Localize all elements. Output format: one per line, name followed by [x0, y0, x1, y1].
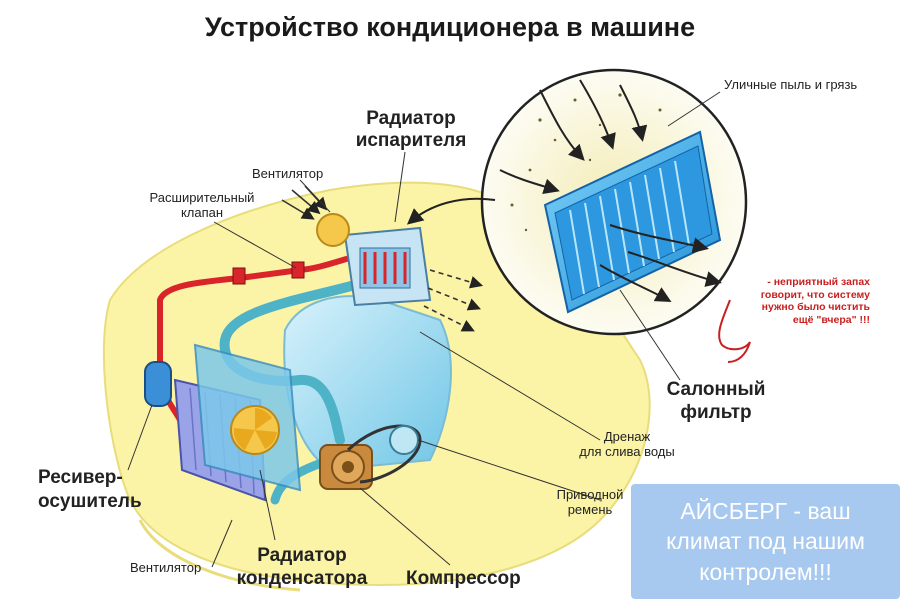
receiver-label-line1: Ресивер- — [38, 467, 123, 488]
compressor-label: Компрессор — [406, 568, 521, 589]
warning-note: - неприятный запах говорит, что систему … — [738, 276, 870, 326]
drive-belt — [346, 424, 422, 484]
magnifier-pointer-arrow — [406, 197, 496, 225]
evaporator-unit — [316, 213, 432, 307]
nose-icon — [718, 299, 751, 363]
evaporator-label-line1: Радиатор — [366, 108, 456, 129]
dust-label: Уличные пыль и грязь — [724, 77, 858, 92]
cabin-filter — [543, 130, 722, 314]
belt-pulley — [389, 425, 419, 455]
leader-lines — [127, 91, 721, 568]
warning-line2: говорит, что систему — [760, 288, 870, 301]
fan-bottom-label: Вентилятор — [130, 560, 202, 575]
receiver-label-line2: осушитель — [38, 490, 142, 512]
valve-connector-2 — [291, 261, 305, 279]
clean-air-arrows — [599, 224, 722, 302]
compressor — [319, 444, 373, 490]
evaporator-label: Радиатор испарителя — [352, 108, 470, 152]
filter-label-line1: Салонный — [666, 379, 766, 400]
drain-label-line1: Дренаж — [603, 429, 651, 444]
valve-connector-1 — [232, 267, 246, 285]
promo-line1: АЙСБЕРГ - ваш — [680, 497, 851, 524]
valve-label: Расширительный клапан — [132, 190, 272, 221]
valve-label-line2: клапан — [180, 204, 224, 220]
dirty-air-arrows — [499, 79, 648, 195]
promo-banner: АЙСБЕРГ - ваш климат под нашим контролем… — [631, 484, 900, 599]
filter-label-line2: фильтр — [680, 402, 752, 424]
warning-line4: ещё "вчера" !!! — [792, 313, 870, 326]
page-title: Устройство кондиционера в машине — [204, 12, 696, 42]
warning-line1: - неприятный запах — [767, 276, 870, 288]
receiver-drier — [144, 361, 172, 407]
car-wheel-arch — [138, 519, 301, 592]
filter-label: Салонный фильтр — [656, 378, 776, 424]
evaporator-fan-icon — [316, 213, 350, 247]
warning-line3: нужно было чистить — [761, 301, 870, 314]
drain-label-line2: для слива воды — [579, 443, 675, 459]
belt-label: Приводной ремень — [548, 487, 632, 518]
belt-label-line1: Приводной — [556, 487, 624, 502]
condenser-label-line2: конденсатора — [236, 568, 368, 590]
valve-label-line1: Расширительный — [149, 190, 255, 205]
belt-label-line2: ремень — [567, 501, 613, 517]
condenser-label-line1: Радиатор — [257, 545, 347, 566]
fan-top-label: Вентилятор — [252, 166, 324, 181]
condenser-label: Радиатор конденсатора — [224, 544, 380, 590]
promo-line3: контролем!!! — [699, 558, 832, 585]
promo-line2: климат под нашим — [666, 528, 865, 555]
drain-label: Дренаж для слива воды — [562, 429, 692, 460]
evaporator-label-line2: испарителя — [355, 129, 467, 151]
intake-arrows — [281, 185, 328, 220]
condenser-fan-icon — [230, 405, 280, 455]
receiver-label: Ресивер- осушитель — [38, 466, 142, 514]
